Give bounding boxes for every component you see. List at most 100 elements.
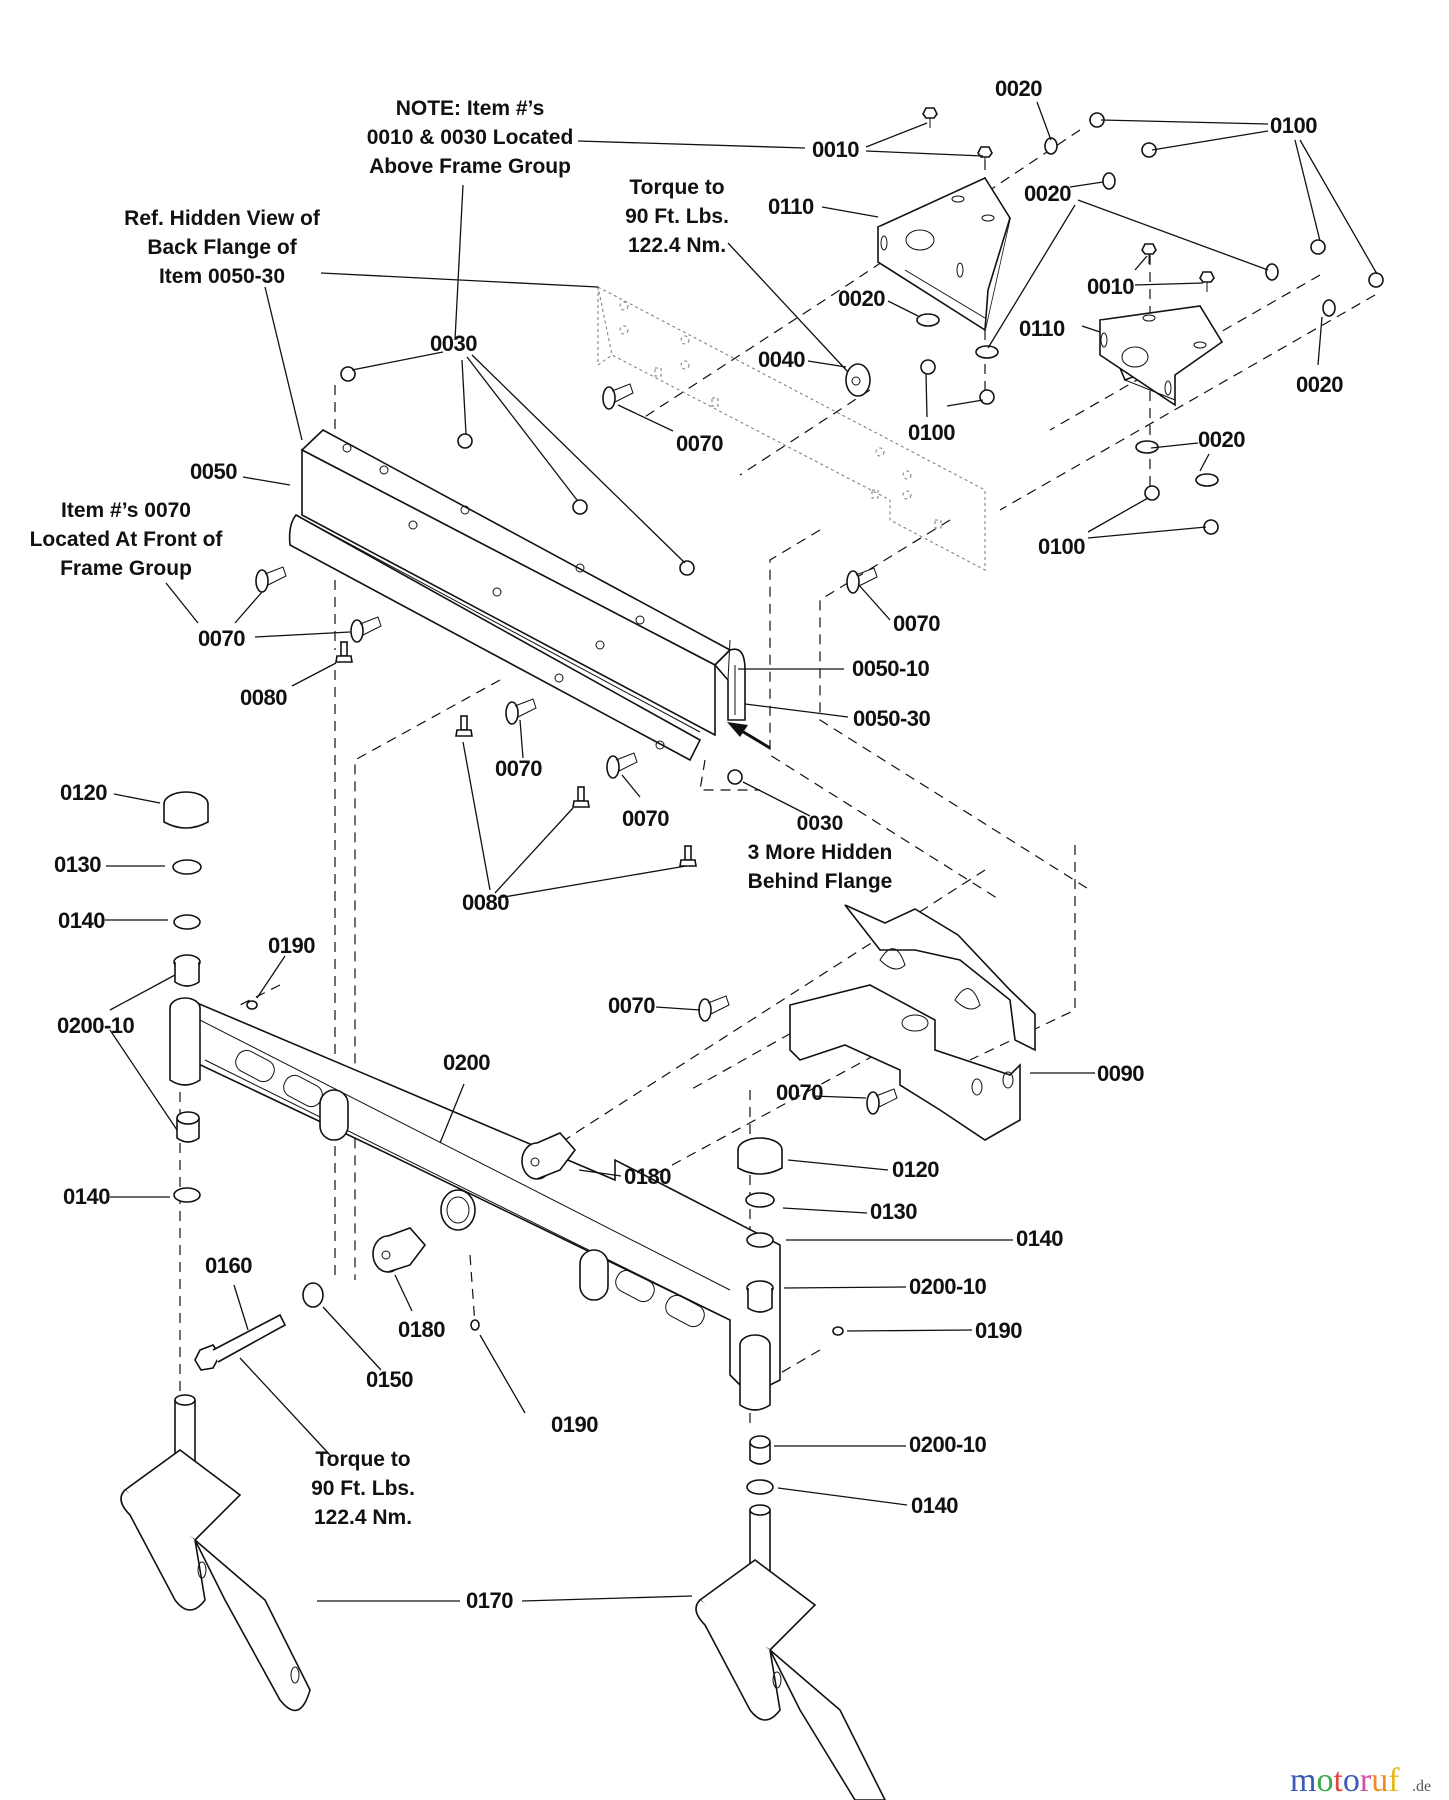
carriage-bolt-0070 bbox=[350, 616, 382, 643]
notes: NOTE: Item #’s 0010 & 0030 Located Above… bbox=[30, 97, 893, 1529]
label-0020: 0020 bbox=[838, 286, 885, 311]
label-0070: 0070 bbox=[198, 626, 245, 651]
watermark-brand: motoruf bbox=[1290, 1762, 1400, 1799]
label-0100: 0100 bbox=[908, 420, 955, 445]
label-0020: 0020 bbox=[1024, 181, 1071, 206]
watermark-tld: .de bbox=[1412, 1778, 1431, 1795]
nut-0100 bbox=[979, 389, 995, 405]
label-0070: 0070 bbox=[495, 756, 542, 781]
label-0130: 0130 bbox=[870, 1199, 917, 1224]
carriage-bolt-0070 bbox=[846, 567, 878, 594]
label-0190: 0190 bbox=[975, 1318, 1022, 1343]
label-0140: 0140 bbox=[1016, 1226, 1063, 1251]
note-torque-bottom: Torque to 90 Ft. Lbs. 122.4 Nm. bbox=[311, 1448, 415, 1529]
label-0110: 0110 bbox=[1019, 316, 1065, 341]
label-0010: 0010 bbox=[812, 137, 859, 162]
watermark-letter: o bbox=[1343, 1762, 1360, 1799]
nut-0030 bbox=[727, 769, 743, 785]
caster-fork-0170-left bbox=[120, 1394, 311, 1712]
washer-0020 bbox=[916, 313, 940, 327]
flange-nut-0040 bbox=[845, 363, 871, 397]
dust-cap-0120 bbox=[737, 1137, 783, 1175]
bushing-0200-10 bbox=[749, 1435, 771, 1465]
svg-text:Ref. Hidden View of: Ref. Hidden View of bbox=[124, 207, 321, 230]
axle-beam-0200 bbox=[169, 997, 781, 1411]
label-0070: 0070 bbox=[608, 993, 655, 1018]
svg-text:Torque to: Torque to bbox=[315, 1448, 410, 1471]
label-0140: 0140 bbox=[58, 908, 105, 933]
svg-text:122.4 Nm.: 122.4 Nm. bbox=[628, 234, 726, 257]
svg-text:Located At Front of: Located At Front of bbox=[30, 528, 224, 551]
left-kingpin-stack bbox=[163, 791, 258, 1203]
watermark-letter: o bbox=[1316, 1762, 1333, 1799]
label-0120: 0120 bbox=[60, 780, 107, 805]
label-0050-30: 0050-30 bbox=[853, 706, 931, 731]
nut-0030 bbox=[457, 433, 473, 449]
bushing-0180 bbox=[372, 1227, 427, 1273]
label-0200-10: 0200-10 bbox=[909, 1274, 987, 1299]
note-ref-hidden-view: Ref. Hidden View of Back Flange of Item … bbox=[124, 207, 321, 288]
grease-fitting-0190 bbox=[470, 1319, 480, 1331]
carriage-bolt-0070 bbox=[698, 995, 730, 1022]
carriage-bolt-0070 bbox=[606, 752, 638, 779]
label-0080: 0080 bbox=[240, 685, 287, 710]
svg-text:122.4 Nm.: 122.4 Nm. bbox=[314, 1506, 412, 1529]
label-0070: 0070 bbox=[893, 611, 940, 636]
washer-0020 bbox=[1195, 473, 1219, 487]
watermark-letter: r bbox=[1360, 1762, 1372, 1799]
svg-text:0030: 0030 bbox=[797, 812, 844, 835]
screw-0080 bbox=[455, 715, 473, 737]
note-0010-0030-above-frame: NOTE: Item #’s 0010 & 0030 Located Above… bbox=[367, 97, 574, 178]
label-0090: 0090 bbox=[1097, 1061, 1144, 1086]
label-0200: 0200 bbox=[443, 1050, 490, 1075]
washer-0020 bbox=[975, 345, 999, 359]
bracket-0110-upper bbox=[876, 176, 1012, 332]
svg-text:3 More Hidden: 3 More Hidden bbox=[748, 841, 893, 864]
label-0200-10: 0200-10 bbox=[57, 1013, 135, 1038]
washer-0020 bbox=[1102, 172, 1116, 190]
note-torque-top: Torque to 90 Ft. Lbs. 122.4 Nm. bbox=[625, 176, 729, 257]
bolt-0010 bbox=[977, 146, 993, 167]
bolt-0160 bbox=[194, 1313, 287, 1371]
caster-fork-0170-right bbox=[695, 1504, 886, 1800]
label-0030: 0030 bbox=[430, 331, 477, 356]
dust-cap-0120 bbox=[163, 791, 209, 829]
bushing-0200-10 bbox=[746, 1280, 774, 1313]
e-clip-0130 bbox=[172, 859, 202, 875]
washer-0150 bbox=[302, 1282, 324, 1308]
label-0020: 0020 bbox=[1296, 372, 1343, 397]
hidden-back-flange-0050-30 bbox=[597, 286, 986, 571]
note-item-0070-front: Item #’s 0070 Located At Front of Frame … bbox=[30, 499, 224, 580]
watermark-letter: f bbox=[1388, 1762, 1400, 1799]
bushing-0200-10 bbox=[176, 1111, 200, 1143]
nut-0030 bbox=[679, 560, 695, 576]
screw-0080 bbox=[335, 641, 353, 663]
label-0200-10: 0200-10 bbox=[909, 1432, 987, 1457]
label-0040: 0040 bbox=[758, 347, 805, 372]
label-0170: 0170 bbox=[466, 1588, 513, 1613]
label-0020: 0020 bbox=[1198, 427, 1245, 452]
svg-text:Back Flange of: Back Flange of bbox=[147, 236, 297, 259]
grease-fitting-0190 bbox=[246, 1000, 258, 1010]
label-0070: 0070 bbox=[622, 806, 669, 831]
svg-text:90 Ft. Lbs.: 90 Ft. Lbs. bbox=[311, 1477, 415, 1500]
washer-0140 bbox=[173, 1187, 201, 1203]
svg-text:Frame Group: Frame Group bbox=[60, 557, 192, 580]
carriage-bolt-0070 bbox=[255, 566, 287, 593]
label-0010: 0010 bbox=[1087, 274, 1134, 299]
nut-0100 bbox=[1144, 485, 1160, 501]
svg-text:Item 0050-30: Item 0050-30 bbox=[159, 265, 285, 288]
label-0180: 0180 bbox=[624, 1164, 671, 1189]
bracket-0090 bbox=[789, 904, 1036, 1141]
carriage-bolt-0070 bbox=[866, 1088, 898, 1115]
hidden-flange-arrow bbox=[727, 722, 771, 750]
svg-text:NOTE: Item #’s: NOTE: Item #’s bbox=[396, 97, 545, 120]
label-0140: 0140 bbox=[911, 1493, 958, 1518]
washer-0020 bbox=[1265, 263, 1279, 281]
watermark-letter: t bbox=[1333, 1762, 1343, 1799]
leader-lines bbox=[105, 101, 1378, 1602]
label-0020: 0020 bbox=[995, 76, 1042, 101]
e-clip-0130 bbox=[745, 1192, 775, 1208]
